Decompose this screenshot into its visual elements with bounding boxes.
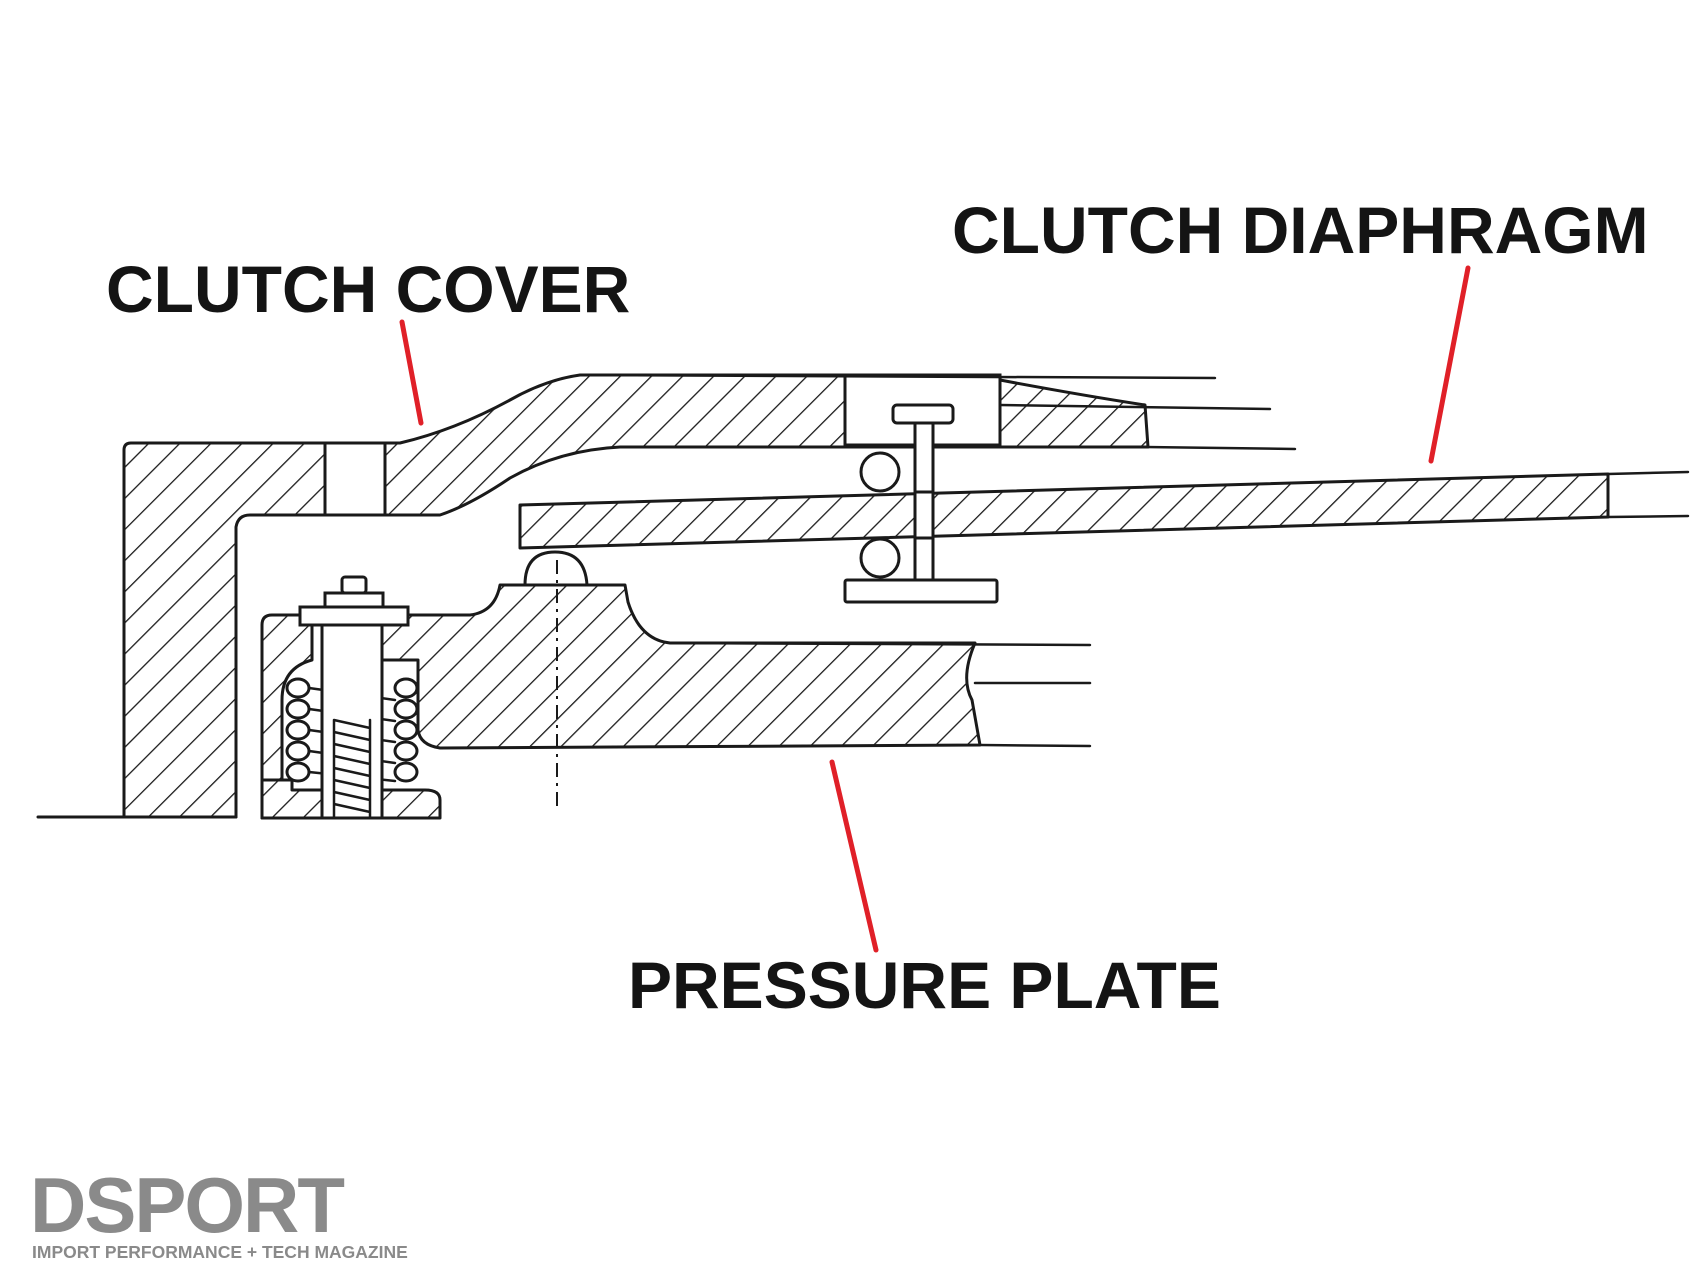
bolt-threads [332,718,372,820]
leader-clutch-cover [399,319,424,426]
label-clutch-diaphragm: CLUTCH DIAPHRAGM [952,193,1649,267]
label-pressure-plate: PRESSURE PLATE [628,948,1221,1022]
pivot-ring-lower [859,537,901,579]
clutch-cover-top [383,373,1150,517]
pivot-rivet [843,403,999,604]
pressure-plate-drawing [380,550,1092,810]
logo-tagline: IMPORT PERFORMANCE + TECH MAGAZINE [32,1242,408,1262]
bolt-head [298,605,410,627]
clutch-diaphragm-drawing [518,470,1690,550]
pivot-ring-upper [859,451,901,493]
logo-brand: DSPORT [30,1161,344,1249]
leader-clutch-diaphragm [1428,265,1471,464]
spring-bolt-assembly [260,575,442,820]
clutch-diaphragm-plate [518,472,1610,550]
label-clutch-cover: CLUTCH COVER [106,252,630,326]
bolt-shank [320,623,384,820]
cover-slot [323,441,387,517]
clutch-spring [285,677,419,783]
pressure-plate-body [380,583,982,750]
dsport-logo: DSPORT IMPORT PERFORMANCE + TECH MAGAZIN… [30,1161,408,1262]
leader-pressure-plate [829,759,879,953]
clutch-cover-drawing [36,373,1297,819]
